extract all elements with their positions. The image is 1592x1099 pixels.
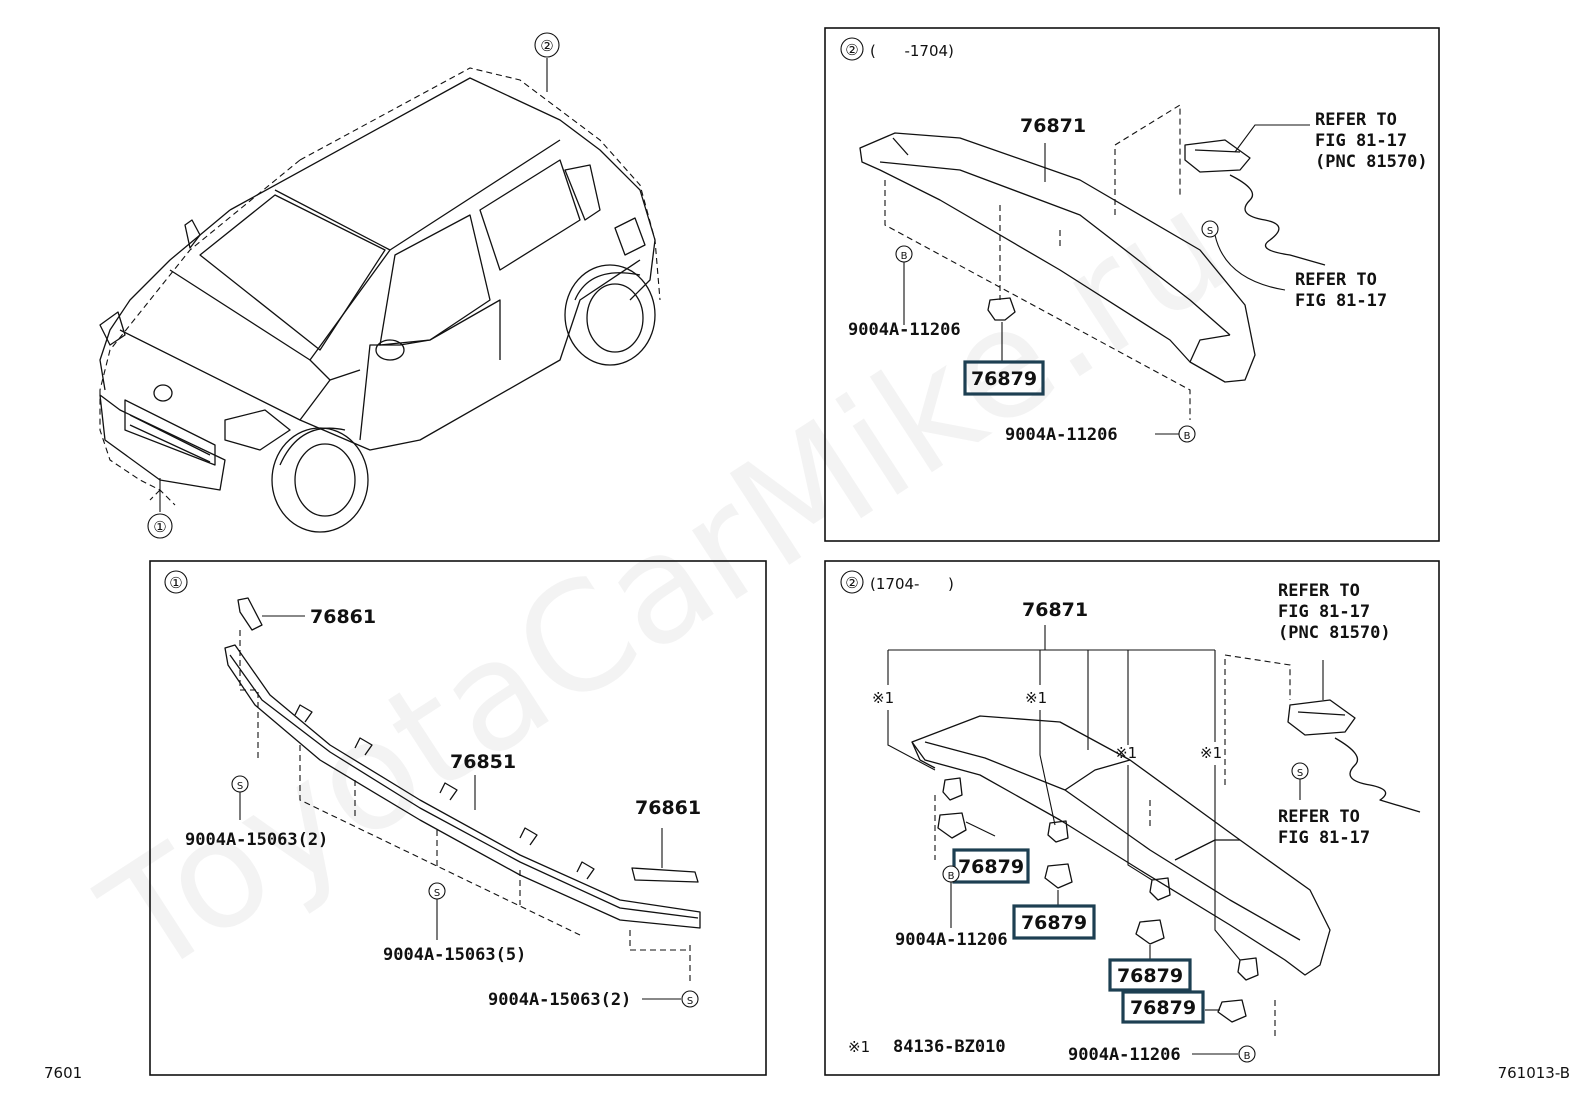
panel-br-note-3: ※1 <box>1115 744 1137 762</box>
panel-bl-screw-label-2: 9004A-15063(5) <box>383 945 526 965</box>
panel-tr-clip-label-right: 9004A-11206 <box>1005 425 1118 445</box>
panel-tr-callout: ② <box>845 41 858 59</box>
panel-tr-refer-wire-1: REFER TO <box>1295 270 1377 290</box>
panel-tr-refer-lamp-2: FIG 81-17 <box>1315 131 1407 151</box>
panel-br-note-4: ※1 <box>1200 744 1222 762</box>
panel-br-clip-part-3: 76879 <box>1117 965 1183 987</box>
footer-left-code: 7601 <box>44 1064 82 1082</box>
panel-br-clip-label-1: 9004A-11206 <box>895 930 1008 950</box>
panel-bottom-left: ① 76861 76851 76861 S 9004A-15063( <box>149 560 767 1076</box>
callout-rear: ② <box>540 37 553 55</box>
panel-bl-screw-symbol-3: S <box>687 996 693 1007</box>
panel-tr-spoiler-part: 76871 <box>1020 115 1086 137</box>
panel-br-clip-part-2: 76879 <box>1021 912 1087 934</box>
panel-tr-screw-symbol: S <box>1207 226 1213 237</box>
panel-br-refer-lamp-1: REFER TO <box>1278 581 1360 601</box>
panel-top-right: ② ( -1704) S 76879 76871 B 9004A <box>824 27 1440 542</box>
panel-bottom-right: ② (1704- ) 76871 ※1 ※1 ※1 ※1 <box>824 560 1440 1076</box>
panel-br-clip-part-1: 76879 <box>958 856 1024 878</box>
panel-bl-bracket-top: 76861 <box>310 606 376 628</box>
panel-tr-clip-label-left: 9004A-11206 <box>848 320 961 340</box>
panel-br-clip-part-4: 76879 <box>1130 997 1196 1019</box>
panel-tr-clip-part: 76879 <box>971 368 1037 390</box>
panel-br-callout: ② <box>845 574 858 592</box>
panel-tr-refer-wire-2: FIG 81-17 <box>1295 291 1387 311</box>
panel-bl-screw-symbol-2: S <box>434 888 440 899</box>
panel-br-screw-symbol: S <box>1297 768 1303 779</box>
panel-tr-refer-lamp-3: (PNC 81570) <box>1315 152 1428 172</box>
panel-br-note-1: ※1 <box>872 689 894 707</box>
panel-br-clip-symbol-1: B <box>948 871 955 882</box>
panel-tr-range: ( -1704) <box>870 42 954 60</box>
panel-tr-clip-symbol-left: B <box>901 251 908 262</box>
watermark: ToyotaCarMike.ru <box>74 158 1257 1011</box>
callout-rear-circle <box>534 32 560 58</box>
panel-br-spoiler-part: 76871 <box>1022 599 1088 621</box>
panel-br-footnote-part: 84136-BZ010 <box>893 1037 1006 1057</box>
panel-tr-refer-lamp-1: REFER TO <box>1315 110 1397 130</box>
panel-br-footnote-mark: ※1 <box>848 1038 870 1056</box>
panel-br-refer-lamp-3: (PNC 81570) <box>1278 623 1391 643</box>
panel-br-refer-lamp-2: FIG 81-17 <box>1278 602 1370 622</box>
panel-bl-screw-label-3: 9004A-15063(2) <box>488 990 631 1010</box>
panel-bl-screw-symbol-1: S <box>237 781 243 792</box>
callout-front-circle <box>147 513 173 539</box>
car-overview <box>99 58 661 533</box>
panel-bl-callout: ① <box>169 574 182 592</box>
panel-br-refer-wire-1: REFER TO <box>1278 807 1360 827</box>
panel-bl-spoiler-part: 76851 <box>450 751 516 773</box>
callout-front: ① <box>153 518 166 536</box>
panel-br-clip-symbol-2: B <box>1244 1051 1251 1062</box>
panel-bl-screw-label-1: 9004A-15063(2) <box>185 830 328 850</box>
panel-br-note-2: ※1 <box>1025 689 1047 707</box>
panel-bl-bracket-right: 76861 <box>635 797 701 819</box>
footer-right-code: 761013-B <box>1498 1064 1570 1082</box>
panel-br-clip-label-2: 9004A-11206 <box>1068 1045 1181 1065</box>
panel-tr-clip-symbol-right: B <box>1184 431 1191 442</box>
panel-br-range: (1704- ) <box>870 575 954 593</box>
panel-br-refer-wire-2: FIG 81-17 <box>1278 828 1370 848</box>
